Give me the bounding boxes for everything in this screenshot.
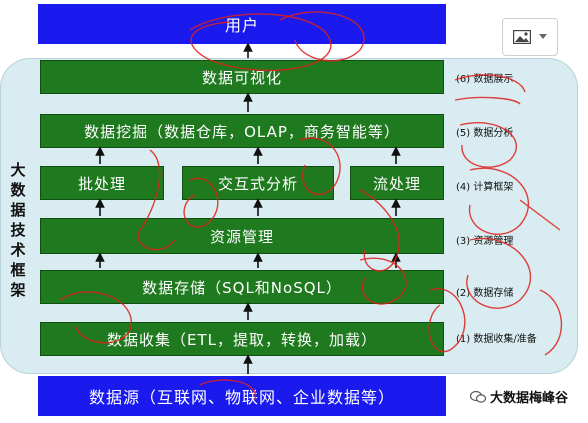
label-storage: (2) 数据存储 [456,288,514,299]
datasource-label: 数据源（互联网、物联网、企业数据等） [88,388,395,407]
layer-mining: 数据挖掘（数据仓库，OLAP，商务智能等） [40,114,444,148]
layer-storage: 数据存储（SQL和NoSQL） [40,270,444,304]
layer-visualization: 数据可视化 [40,60,444,94]
user-box: 用户 [38,4,446,44]
side-title: 大 数 据 技 术 框 架 [10,161,26,299]
label-collection: (1) 数据收集/准备 [456,334,537,345]
label-analysis: (5) 数据分析 [456,128,514,139]
watermark-text: 大数据梅峰谷 [490,391,569,406]
image-icon [513,30,531,44]
layer-batch: 批处理 [40,166,164,200]
user-label: 用户 [224,16,259,35]
layer-collection: 数据收集（ETL，提取，转换，加载） [40,322,444,356]
caret-down-icon [539,34,547,39]
watermark: 大数据梅峰谷 [470,387,568,406]
layer-stream: 流处理 [350,166,444,200]
wechat-icon [470,390,486,403]
image-menu-button[interactable] [502,18,558,56]
label-display: (6) 数据展示 [456,74,514,85]
label-compute: (4) 计算框架 [456,182,514,193]
datasource-box: 数据源（互联网、物联网、企业数据等） [38,376,446,416]
label-resource: (3) 资源管理 [456,236,514,247]
layer-resource: 资源管理 [40,218,444,254]
layer-interactive: 交互式分析 [182,166,334,200]
